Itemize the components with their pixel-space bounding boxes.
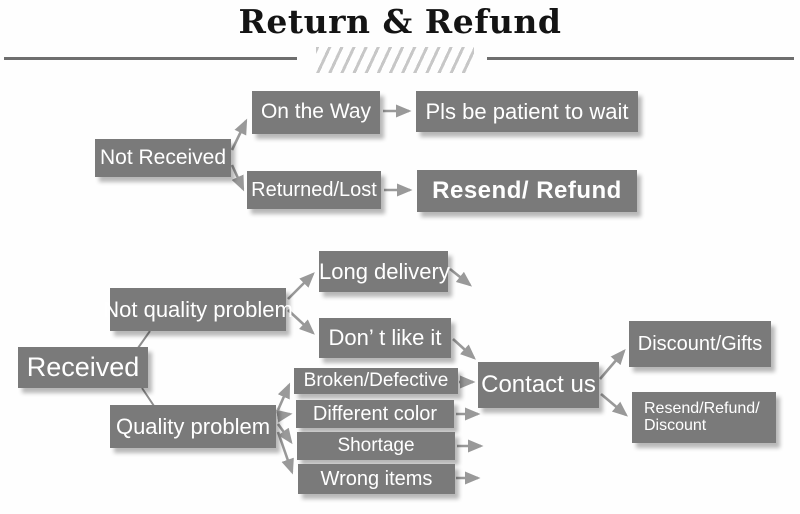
node-pls-be-patient: Pls be patient to wait (416, 91, 638, 132)
edge-quality-broken (276, 382, 291, 411)
edge-quality-diffcolor (276, 409, 293, 423)
edge-longdelivery-contact (449, 267, 473, 287)
node-resend-refund-discount: Resend/Refund/ Discount (632, 392, 776, 443)
edge-received-quality (141, 387, 155, 407)
node-resend-refund: Resend/ Refund (417, 170, 637, 212)
node-discount-gifts: Discount/Gifts (629, 321, 771, 367)
edge-quality-shortage (276, 423, 293, 445)
node-contact-us: Contact us (478, 362, 599, 408)
node-broken-defective: Broken/Defective (294, 368, 458, 394)
divider-line-left (4, 57, 297, 60)
divider-line-right (487, 57, 794, 60)
page-title: Return & Refund (238, 2, 562, 41)
node-quality-problem: Quality problem (110, 405, 276, 448)
edge-contact-resenddiscount (600, 393, 628, 417)
node-on-the-way: On the Way (252, 91, 380, 134)
node-returned-lost: Returned/Lost (247, 171, 381, 209)
edge-contact-discountgifts (599, 349, 626, 380)
edge-quality-wrongitems (276, 431, 294, 475)
edge-notquality-longdelivery (287, 272, 315, 300)
edge-received-notquality (137, 330, 151, 349)
edge-notreceived-returnedlost (230, 164, 245, 192)
edge-dontlike-contact (452, 338, 476, 360)
node-shortage: Shortage (297, 432, 455, 460)
node-different-color: Different color (296, 400, 454, 428)
node-not-quality-problem: Not quality problem (103, 288, 293, 331)
node-long-delivery: Long delivery (319, 251, 450, 292)
node-wrong-items: Wrong items (298, 464, 455, 494)
edge-notreceived-ontheway (230, 118, 248, 151)
hatch-decoration (316, 47, 474, 73)
node-received: Received (18, 347, 148, 388)
node-dont-like-it: Don’ t like it (319, 318, 451, 358)
node-not-received: Not Received (95, 139, 231, 177)
